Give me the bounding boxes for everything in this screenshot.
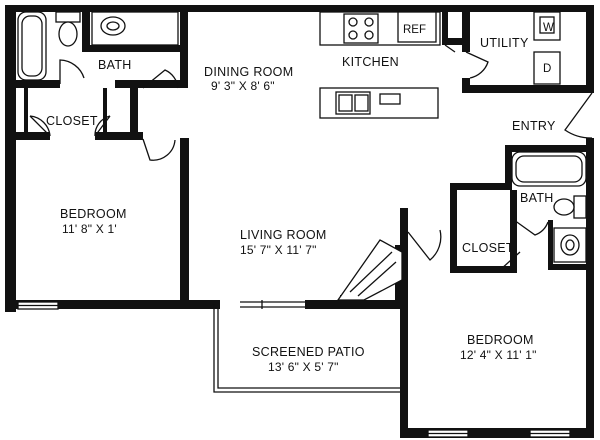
wall-closet1-inner-right: [103, 88, 107, 132]
wall-right-lower: [586, 138, 594, 436]
toilet-bowl-2: [553, 198, 575, 216]
label-bath-2: BATH: [520, 191, 554, 205]
label-screened-patio: SCREENED PATIO: [252, 345, 365, 359]
wall-closet1-bottom-right: [95, 132, 143, 140]
wall-closet1-inner-left: [24, 88, 28, 132]
utility-fixtures: [533, 11, 561, 85]
label-dryer: D: [543, 63, 551, 75]
toilet-tank-2: [573, 195, 587, 219]
wall-utility-bottom: [462, 85, 594, 93]
wall-closet2-top: [450, 183, 512, 190]
wall-bedroom2-bottom: [402, 428, 594, 438]
wall-bath2-left: [505, 145, 512, 190]
wall-bath2-top: [505, 145, 593, 152]
doors[interactable]: [29, 44, 593, 271]
patio-outline: [213, 300, 400, 393]
bath2-fixtures: [511, 151, 587, 263]
door-closet2[interactable]: [499, 251, 521, 271]
label-entry: ENTRY: [512, 119, 556, 133]
wall-left-lower: [5, 102, 16, 312]
dryer: [533, 51, 561, 85]
living-room-angled-feature: [336, 239, 403, 301]
wall-bedroom2-left: [400, 208, 408, 438]
label-living-room: LIVING ROOM: [240, 228, 327, 242]
room-labels: BATH DINING ROOM 9' 3" X 8' 6" KITCHEN R…: [46, 22, 556, 374]
label-bedroom-1-dim: 11' 8" X 1': [62, 222, 117, 236]
door-utility[interactable]: [465, 51, 489, 79]
wall-closet1-bottom-left: [5, 132, 50, 140]
door-closet1-right[interactable]: [94, 115, 111, 137]
door-entry[interactable]: [564, 92, 593, 139]
label-bedroom-2-dim: 12' 4" X 11' 1": [460, 348, 537, 362]
wall-bath1-corner: [180, 75, 188, 88]
burner-2: [364, 17, 374, 27]
wall-bath1-bottom-right: [115, 80, 188, 88]
wall-utility-left-lower: [462, 78, 470, 93]
label-closet-1: CLOSET: [46, 114, 98, 128]
label-living-room-dim: 15' 7" X 11' 7": [240, 243, 317, 257]
label-washer: W: [543, 22, 554, 34]
exterior-walls: [5, 5, 594, 438]
door-bath1[interactable]: [59, 59, 85, 84]
label-bath-1: BATH: [98, 58, 132, 72]
burner-4: [364, 30, 374, 40]
wall-bath2-bottom: [548, 264, 593, 270]
label-screened-patio-dim: 13' 6" X 5' 7": [268, 360, 339, 374]
wall-left-upper: [5, 5, 16, 102]
vanity-2: [553, 227, 587, 263]
toilet-tank-1: [55, 11, 81, 23]
refrigerator: [397, 11, 437, 43]
label-ref: REF: [403, 24, 426, 36]
kitchen-fixtures: [319, 11, 441, 119]
door-bedroom2[interactable]: [407, 229, 442, 261]
wall-bath1-bottom-left: [5, 80, 60, 88]
wall-closet2-right: [510, 190, 517, 273]
label-dining-room: DINING ROOM: [204, 65, 293, 79]
toilet-bowl-1: [58, 21, 78, 47]
fireplace: [336, 239, 403, 301]
label-closet-2: CLOSET: [462, 241, 514, 255]
wall-bedroom1-right: [180, 138, 189, 309]
wall-closet1-right: [130, 80, 138, 140]
label-bedroom-2: BEDROOM: [467, 333, 534, 347]
door-closet1-left[interactable]: [29, 115, 51, 137]
label-utility: UTILITY: [480, 36, 529, 50]
wall-bath1-inner: [82, 45, 188, 52]
wall-utility-stub: [445, 38, 467, 45]
label-bedroom-1: BEDROOM: [60, 207, 127, 221]
label-kitchen: KITCHEN: [342, 55, 399, 69]
door-bath2[interactable]: [513, 219, 549, 236]
dishwasher: [379, 93, 401, 105]
patio-screen-outer: [213, 304, 400, 393]
wall-closet2-bottom: [450, 266, 517, 273]
burner-3: [348, 30, 358, 40]
patio-screen-inner: [217, 308, 400, 389]
door-bedroom1[interactable]: [142, 138, 176, 161]
door-kitchen-swing[interactable]: [444, 44, 456, 53]
label-dining-room-dim: 9' 3" X 8' 6": [211, 79, 275, 93]
windows: [17, 301, 571, 438]
stove: [343, 13, 379, 44]
wall-bath1-right: [180, 5, 188, 75]
wall-closet2-left: [450, 183, 457, 273]
wall-bath1-divider: [82, 5, 90, 52]
door-dining[interactable]: [142, 69, 179, 89]
wall-bedroom1-bottom: [5, 300, 220, 309]
bath1-fixtures: [17, 11, 179, 81]
wall-bath2-inner: [548, 220, 553, 270]
burner-1: [348, 17, 358, 27]
wall-top: [5, 5, 593, 12]
wall-right-upper: [586, 5, 594, 85]
wall-kitchen-stub: [442, 5, 448, 45]
wall-utility-left: [462, 5, 470, 52]
